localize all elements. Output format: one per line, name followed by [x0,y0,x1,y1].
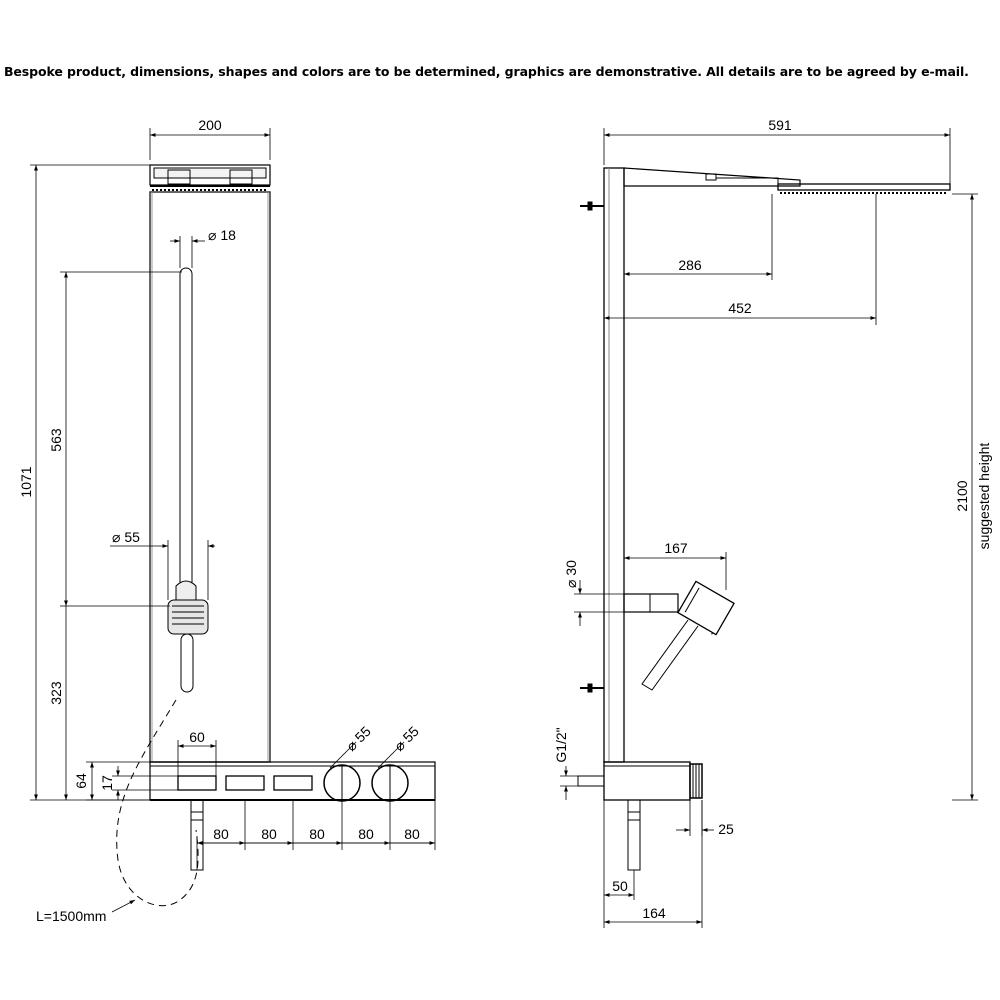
side-shower-head [623,167,951,194]
dim-outlet-offset: 50 [612,878,628,894]
side-inlet [577,775,605,787]
dim-head-center: 286 [678,257,702,273]
dim-spacing-5: 80 [404,826,420,842]
dim-spacing-3: 80 [309,826,325,842]
dim-spacing-4: 80 [358,826,374,842]
dim-button-width: 60 [189,729,205,745]
dim-knob-right-diameter: ⌀ 55 [391,723,422,754]
dim-knob-depth: 25 [718,821,734,837]
front-handshower [167,580,209,693]
dim-spacing-1: 80 [213,826,229,842]
front-shower-head [149,164,271,191]
front-view [116,164,436,907]
side-base [603,761,691,801]
dim-side-depth: 591 [768,117,792,133]
disclaimer-note: Bespoke product, dimensions, shapes and … [4,64,969,79]
dim-base-inner: 17 [99,775,115,791]
dim-knob-left-diameter: ⌀ 55 [343,723,374,754]
dim-handshower-lower: 323 [48,681,64,705]
side-handshower [623,580,735,691]
side-view [577,167,951,871]
side-panel [603,167,625,763]
dim-base-height: 64 [73,773,89,789]
dim-inlet-thread: G1/2" [553,727,569,762]
front-button-1 [177,775,217,791]
dim-spacing-2: 80 [261,826,277,842]
dim-front-height: 1071 [18,466,34,497]
side-dimensions [560,128,978,928]
front-base [149,761,436,801]
dim-arm-reach: 167 [664,540,688,556]
dim-suggested-height-value: 2100 [954,480,970,511]
front-rail [179,267,193,599]
dim-handshower-diameter: ⌀ 55 [112,529,140,545]
hose-length-label: L=1500mm [36,908,106,924]
front-button-3 [273,775,313,791]
dim-front-width: 200 [198,117,222,133]
dim-head-reach: 452 [728,300,752,316]
dim-arm-diameter: ⌀ 30 [563,560,579,588]
dim-rail-diameter: ⌀ 18 [208,227,236,243]
dim-handshower-upper: 563 [48,428,64,452]
side-outlet-pipe [627,799,641,871]
side-wall-anchors [580,201,604,693]
front-hose [116,699,199,907]
dim-suggested-height-label: suggested height [976,443,992,550]
front-panel [149,191,271,763]
dim-base-depth: 164 [642,905,666,921]
front-dimensions [30,128,436,913]
front-button-2 [225,775,265,791]
